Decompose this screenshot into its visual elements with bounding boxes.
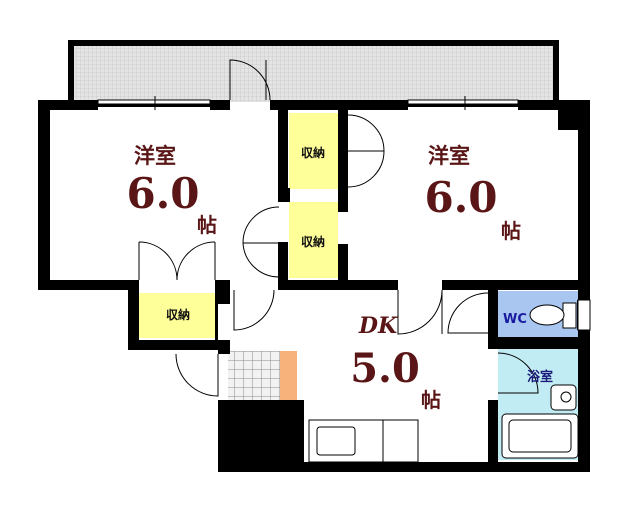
bathtub-icon [501, 413, 579, 459]
bath-label: 浴室 [527, 369, 553, 385]
toilet-icon [529, 302, 577, 329]
washbasin-icon [550, 384, 577, 411]
western-room-left-size: 6.0 [126, 169, 199, 218]
storage-closet-upper [289, 113, 338, 189]
dk-size: 5.0 [350, 345, 420, 392]
western-room-left-unit: 帖 [197, 213, 217, 237]
western-room-left-name: 洋室 [134, 143, 176, 168]
windows [97, 96, 591, 331]
storage-closet-middle [289, 202, 338, 278]
entrance-tile [228, 351, 280, 400]
balcony [68, 40, 559, 102]
kitchen-counter [308, 419, 419, 463]
dk-name: DK [358, 313, 398, 339]
western-room-right-name: 洋室 [428, 143, 470, 168]
wc-label: WC [503, 312, 527, 327]
walls [38, 100, 590, 472]
dk-unit: 帖 [421, 388, 441, 412]
pipe-space [218, 400, 304, 470]
storage-label-upper: 収納 [301, 145, 325, 160]
door-swings [138, 59, 539, 397]
western-room-right-floor [346, 110, 578, 280]
shoe-cabinet [280, 351, 297, 400]
western-room-right-unit: 帖 [501, 219, 521, 243]
storage-label-middle: 収納 [301, 234, 325, 249]
western-room-right-size: 6.0 [424, 173, 497, 222]
storage-label-lower: 収納 [166, 307, 190, 322]
storage-closet-lower [139, 293, 217, 338]
